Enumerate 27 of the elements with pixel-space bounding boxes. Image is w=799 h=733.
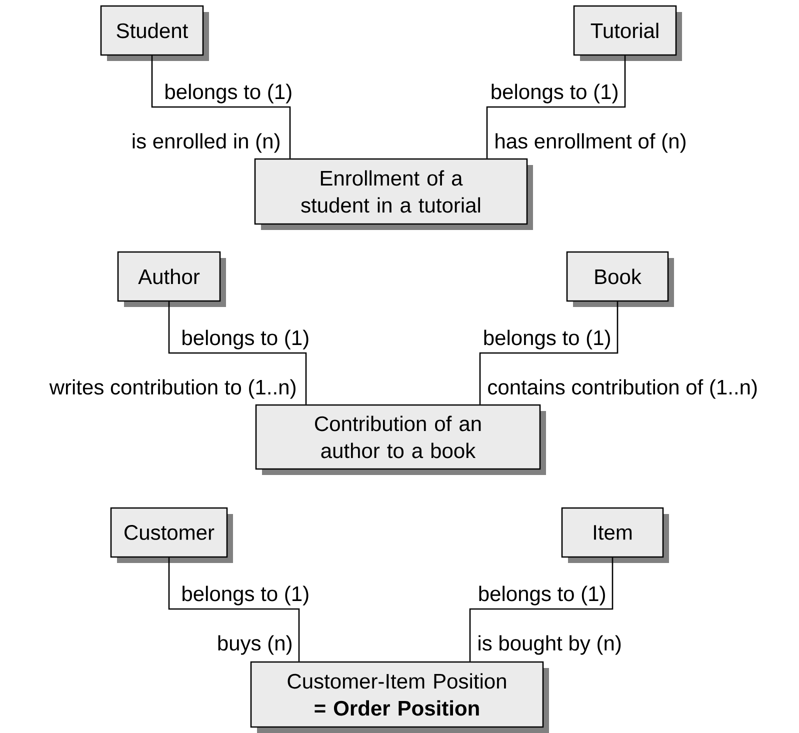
entity-box: Enrollment of a student in a tutorial <box>254 158 533 230</box>
edge-label: belongs to (1) <box>479 586 605 606</box>
entity-box: Customer-Item Position = Order Position <box>250 661 549 733</box>
role-label: writes contribution to (1..n) <box>49 379 296 399</box>
edge-label: belongs to (1) <box>182 330 308 350</box>
connector-line <box>151 56 291 158</box>
edge-label: belongs to (1) <box>182 586 308 606</box>
connector-line <box>479 302 618 404</box>
entity-box: Contribution of an author to a book <box>255 404 546 475</box>
connector-line <box>486 56 626 158</box>
entity-box: Book <box>566 251 674 307</box>
connector-line <box>168 302 307 404</box>
entity-box: Student <box>100 5 209 61</box>
edge-label: belongs to (1) <box>484 330 610 350</box>
role-label: buys (n) <box>218 635 292 655</box>
edge-label: belongs to (1) <box>166 84 292 104</box>
role-label: is bought by (n) <box>478 635 621 655</box>
role-label: is enrolled in (n) <box>132 133 280 153</box>
connector-line <box>168 558 300 662</box>
role-label: has enrollment of (n) <box>496 133 686 153</box>
entity-box: Tutorial <box>573 5 682 61</box>
edge-label: belongs to (1) <box>492 84 618 104</box>
entity-box: Customer <box>110 507 233 563</box>
connector-line <box>469 558 614 662</box>
entity-box: Item <box>561 507 669 563</box>
role-label: contains contribution of (1..n) <box>488 379 757 399</box>
entity-box: Author <box>117 251 226 307</box>
